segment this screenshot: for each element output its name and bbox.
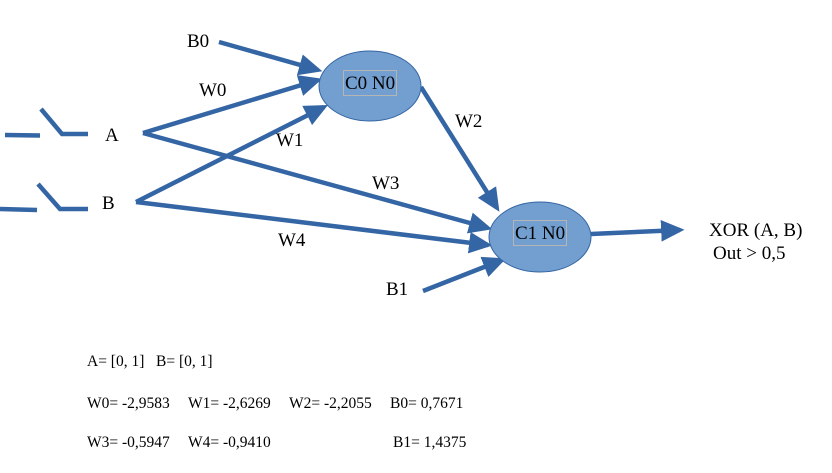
param-b0: B0= 0,7671	[390, 395, 464, 412]
edge-b-c1-w4	[135, 199, 493, 254]
output-title: XOR (A, B)	[709, 220, 803, 241]
weight-w1-label: W1	[276, 130, 304, 151]
weight-w3-label: W3	[372, 173, 400, 194]
param-b1: B1= 1,4375	[393, 434, 467, 451]
param-w0: W0= -2,9583	[87, 395, 170, 412]
switch-b-icon	[0, 182, 88, 213]
bias-b0-label: B0	[187, 31, 210, 52]
param-w1: W1= -2,6269	[188, 395, 271, 412]
param-w3: W3= -0,5947	[87, 434, 170, 451]
input-b-label: B	[102, 193, 115, 214]
edge-c0-c1-w2	[419, 85, 500, 212]
param-w2: W2= -2,2055	[289, 395, 372, 412]
input-a-label: A	[105, 125, 119, 146]
edge-c1-output	[590, 220, 685, 242]
node-c1n0-label: C1 N0	[513, 220, 568, 246]
edge-b-c0-w1	[134, 104, 329, 205]
weight-w0-label: W0	[199, 80, 227, 101]
edge-b0-c0	[218, 39, 323, 76]
node-c1n0	[488, 201, 592, 273]
switch-a-icon	[4, 107, 88, 138]
param-input-ranges: A= [0, 1] B= [0, 1]	[87, 353, 213, 370]
node-c0n0	[318, 50, 422, 122]
output-condition: Out > 0,5	[713, 243, 786, 264]
param-w4: W4= -0,9410	[188, 434, 271, 451]
edge-a-c0-w0	[142, 75, 323, 136]
bias-b1-label: B1	[386, 279, 409, 300]
edge-b1-c1	[422, 256, 507, 294]
node-c0n0-label: C0 N0	[343, 70, 398, 96]
weight-w2-label: W2	[455, 111, 483, 132]
edge-a-c1-w3	[142, 130, 493, 234]
weight-w4-label: W4	[278, 230, 306, 251]
